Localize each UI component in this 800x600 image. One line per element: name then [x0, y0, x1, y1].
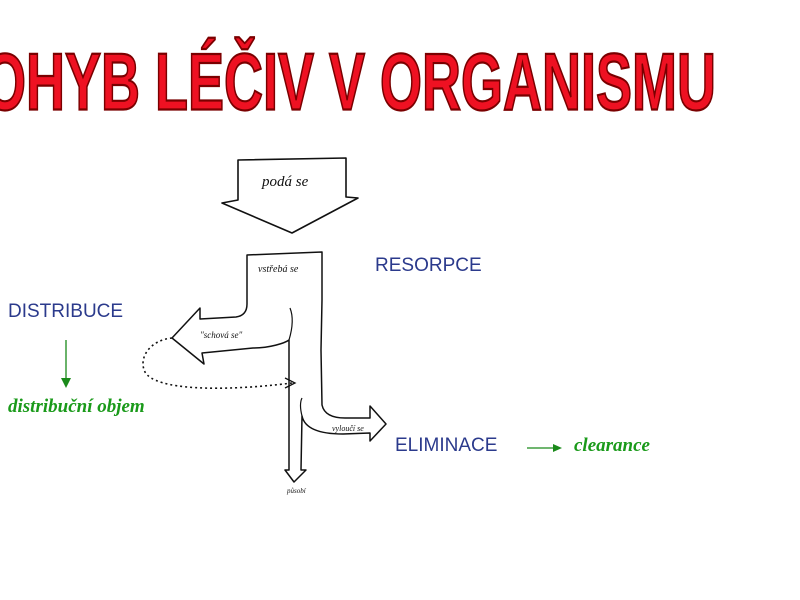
dotted-return-loop [142, 337, 293, 390]
distribution-arrow-head [61, 378, 71, 388]
elimination-arrow-head [553, 444, 562, 452]
distribucni-objem-label: distribuční objem [8, 396, 145, 417]
eliminace-label: ELIMINACE [395, 435, 498, 456]
vylouci-se-label: vyloučí se [332, 424, 364, 433]
title-graphic: POHYB LÉČIV V ORGANISMU [0, 36, 717, 128]
trunk-inner-curve [288, 307, 293, 341]
vstreba-se-label: vstřebá se [258, 264, 299, 275]
intake-arrow [221, 157, 359, 234]
clearance-label: clearance [574, 435, 650, 456]
trunk-lower-curve [299, 397, 303, 417]
absorption-trunk [171, 251, 387, 483]
poda-se-label: podá se [262, 174, 309, 190]
schova-se-label: "schová se" [200, 330, 243, 340]
dotted-arrowhead [284, 377, 297, 389]
distribuce-label: DISTRIBUCE [8, 301, 124, 322]
resorpce-label: RESORPCE [375, 255, 482, 276]
page-title: POHYB LÉČIV V ORGANISMU [0, 37, 716, 128]
pusobi-label: působí [287, 487, 306, 495]
